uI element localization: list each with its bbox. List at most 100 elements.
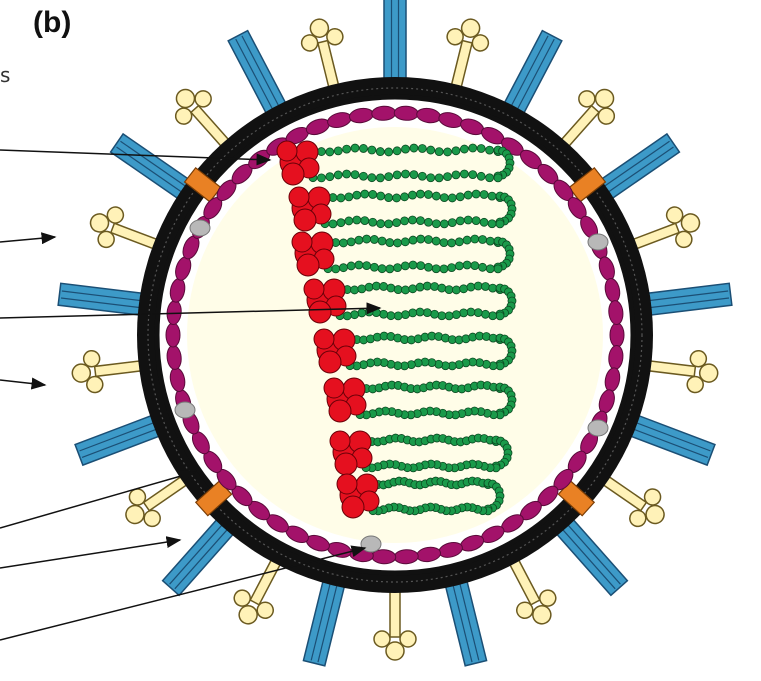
rod-stripe xyxy=(451,580,473,663)
nucleoprotein-blob xyxy=(293,208,317,232)
rna-bead xyxy=(417,144,427,153)
ion-channels xyxy=(183,166,607,517)
rod-stripe xyxy=(120,140,190,190)
rna-bead xyxy=(392,146,402,156)
knob-lobe xyxy=(686,375,704,394)
rod-stripe xyxy=(310,578,332,661)
channel xyxy=(568,166,607,203)
rna-bead xyxy=(439,264,449,274)
knob-stalk xyxy=(389,586,401,638)
rna-bead xyxy=(424,235,433,244)
rna-bead xyxy=(454,237,464,247)
rna-bead xyxy=(424,190,433,199)
rna-bead xyxy=(352,215,362,225)
rna-bead xyxy=(360,189,370,199)
rna-bead xyxy=(415,282,425,292)
rod-body xyxy=(443,574,488,667)
rna-bead xyxy=(401,144,410,154)
rod-spike xyxy=(551,513,629,597)
rna-bead xyxy=(379,282,389,291)
rod-stripe xyxy=(629,427,709,458)
rna-bead xyxy=(400,261,410,271)
rod-stripe xyxy=(600,140,670,190)
rna-bead xyxy=(393,238,402,248)
rod-spike xyxy=(383,0,407,86)
rna-bead xyxy=(325,172,335,182)
rna-bead xyxy=(386,283,396,293)
rna-bead xyxy=(359,171,368,181)
knob-lobe xyxy=(256,601,274,619)
knob-spike xyxy=(71,349,147,394)
rna-bead xyxy=(375,173,385,183)
rod-body xyxy=(74,412,167,467)
knob-spike xyxy=(373,586,417,661)
knob-lobe xyxy=(594,88,615,109)
knob-lobe xyxy=(689,349,708,368)
rna-bead xyxy=(447,218,457,228)
rna-bead xyxy=(495,219,505,229)
knob-spike xyxy=(233,554,284,625)
rna-bead xyxy=(462,235,472,245)
rna-bead xyxy=(393,311,403,321)
knob-lobe xyxy=(675,230,693,249)
envelope-inner-leaflet xyxy=(154,94,636,576)
knob-lobe xyxy=(645,504,665,525)
rna-bead xyxy=(400,237,410,247)
knob-lobe xyxy=(233,589,251,607)
rod-stripe xyxy=(60,297,145,309)
rna-bead xyxy=(468,170,478,180)
rna-bead xyxy=(476,144,486,153)
pointer-line xyxy=(0,232,57,245)
knob-lobe xyxy=(125,504,145,525)
nucleoprotein-blob xyxy=(288,186,310,208)
rod-stripe xyxy=(604,146,674,196)
knob-lobe xyxy=(680,213,701,233)
grey-protein xyxy=(587,419,609,437)
rna-bead xyxy=(463,190,473,200)
rna-bead xyxy=(473,308,483,318)
rna-bead xyxy=(466,282,476,292)
rna-bead xyxy=(409,170,419,180)
rna-bead xyxy=(369,262,379,272)
knob-lobe xyxy=(532,605,552,625)
nucleoprotein-blob xyxy=(336,473,358,495)
nucleoprotein-blob xyxy=(303,278,325,300)
rna-bead xyxy=(451,146,461,156)
rod-spike xyxy=(302,574,347,667)
rna-bead xyxy=(376,219,386,229)
rna-bead xyxy=(447,238,457,248)
knob-lobe xyxy=(309,18,330,38)
rna-bead xyxy=(466,307,476,317)
rna-bead xyxy=(392,193,401,203)
rna-bead xyxy=(487,191,497,201)
rna-bead xyxy=(328,219,338,229)
knob-stalk xyxy=(643,359,697,378)
rna-bead xyxy=(471,189,481,199)
pointer-line xyxy=(0,302,382,319)
rna-bead xyxy=(357,284,367,294)
rna-bead xyxy=(362,261,372,270)
rna-bead xyxy=(451,285,461,295)
rna-bead xyxy=(416,216,425,226)
rna-bead xyxy=(369,235,379,244)
rna-bead xyxy=(415,307,425,317)
rna-bead xyxy=(439,238,449,248)
nucleoprotein-blob xyxy=(276,140,298,162)
matrix-bead xyxy=(608,300,624,326)
rna-bead xyxy=(350,143,360,153)
rna-bead xyxy=(416,189,425,199)
channel xyxy=(183,166,222,203)
rna-bead xyxy=(368,190,378,199)
grey-protein xyxy=(174,401,196,419)
rna-bead xyxy=(470,261,480,271)
rna-bead xyxy=(479,217,489,227)
rna-bead xyxy=(451,170,461,180)
knob-lobe xyxy=(698,363,719,383)
rna-bead xyxy=(342,169,352,179)
rod-spike xyxy=(74,412,167,467)
rod-stripe xyxy=(559,525,616,590)
envelope-texture xyxy=(147,87,643,583)
rod-stripe xyxy=(174,525,231,590)
rna-bead xyxy=(422,281,432,291)
